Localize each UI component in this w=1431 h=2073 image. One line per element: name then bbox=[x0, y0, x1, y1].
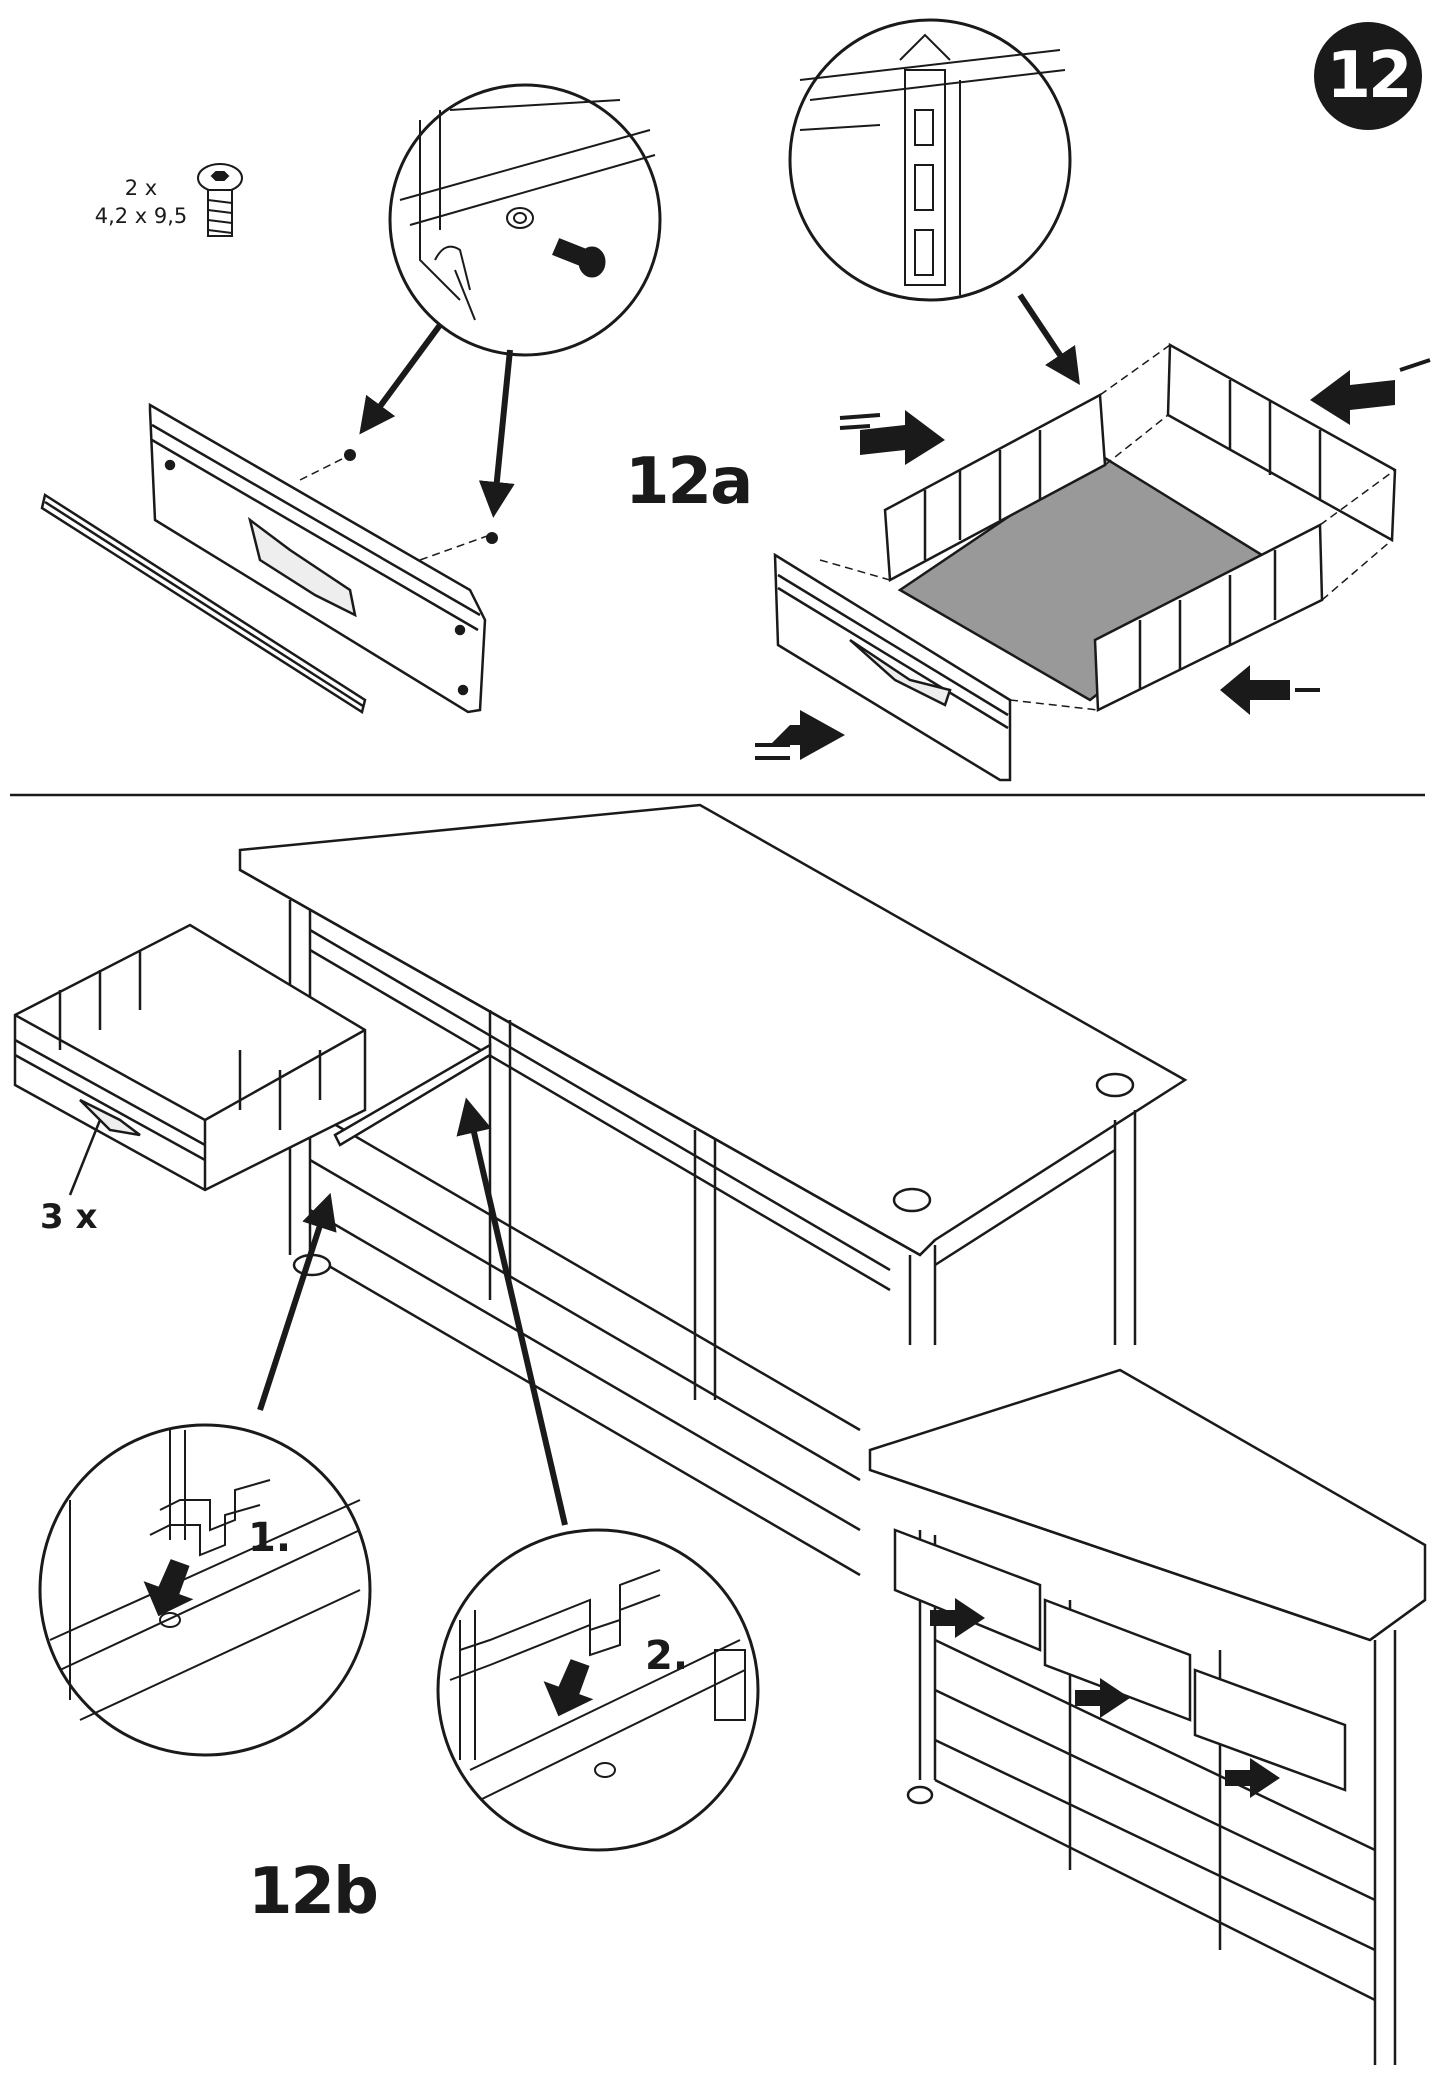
push-arrow-right-bottom bbox=[1220, 665, 1320, 715]
clip-arrow bbox=[1017, 293, 1080, 385]
detail-label-1: 1. bbox=[248, 1515, 292, 1561]
workbench-frame bbox=[288, 900, 1137, 1577]
detail-circle-clip bbox=[788, 18, 1072, 302]
detail-arrows bbox=[257, 1097, 568, 1526]
substep-12a-label: 12a bbox=[625, 445, 753, 519]
dashed-guides bbox=[299, 454, 491, 561]
workbench-top bbox=[238, 803, 1188, 1257]
push-arrow-left-top bbox=[839, 410, 945, 465]
push-arrow-right-top bbox=[1310, 358, 1431, 425]
screw-detail-icon bbox=[552, 238, 606, 278]
screw-arrows bbox=[359, 323, 515, 518]
down-arrow-1 bbox=[143, 1559, 194, 1617]
substep-12b-label: 12b bbox=[248, 1855, 379, 1929]
overview-push-arrows bbox=[930, 1598, 1280, 1798]
screw-hole-left bbox=[344, 449, 356, 461]
screw-hole-right bbox=[486, 532, 498, 544]
drawer-box bbox=[883, 342, 1397, 712]
push-arrow-left-bottom bbox=[755, 710, 845, 760]
workbench-overview bbox=[868, 1368, 1427, 2065]
drawer-front-panel-right bbox=[773, 552, 1012, 782]
detail-circle-1 bbox=[38, 1423, 372, 1757]
drawer-pointer-line bbox=[68, 1119, 102, 1196]
drawer-rail-bar bbox=[40, 492, 367, 714]
drawer-assembled bbox=[13, 923, 367, 1192]
detail-circle-2 bbox=[436, 1528, 760, 1852]
drawer-quantity-label: 3 x bbox=[40, 1197, 98, 1237]
drawer-slide-rail bbox=[333, 1042, 492, 1147]
detail-circle-screw bbox=[388, 83, 662, 357]
screw-quantity-label: 2 x bbox=[124, 176, 158, 200]
detail-label-2: 2. bbox=[645, 1633, 689, 1679]
down-arrow-2 bbox=[543, 1659, 594, 1717]
drawer-front-panel bbox=[148, 402, 487, 714]
screw-size-label: 4,2 x 9,5 bbox=[94, 204, 188, 228]
step-number-badge: 12 bbox=[1314, 22, 1422, 130]
assembly-dashes bbox=[819, 344, 1396, 711]
screw-icon bbox=[197, 163, 243, 237]
